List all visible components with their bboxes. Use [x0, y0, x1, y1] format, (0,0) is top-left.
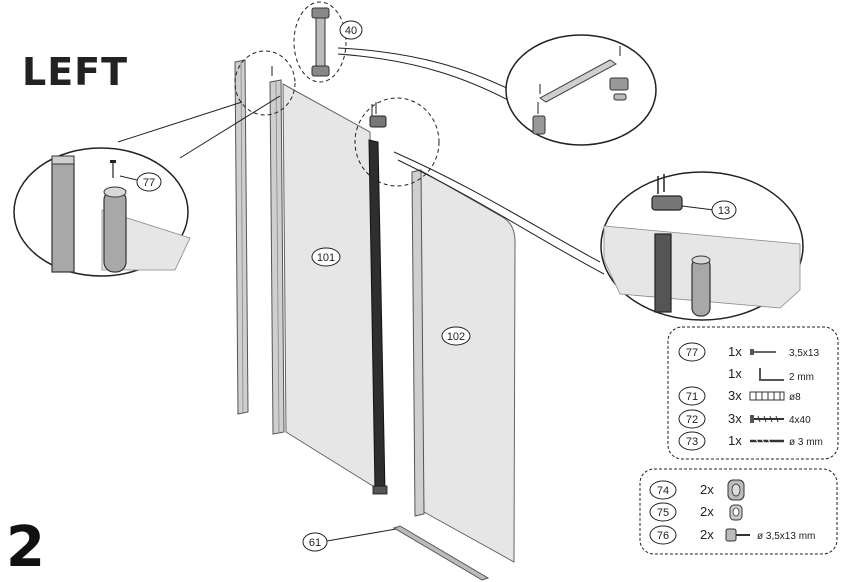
svg-text:2x: 2x — [700, 482, 714, 497]
callout-40: 40 — [339, 20, 363, 40]
svg-text:ø8: ø8 — [789, 392, 801, 403]
svg-text:ø 3 mm: ø 3 mm — [789, 437, 823, 448]
svg-text:1x: 1x — [728, 366, 742, 381]
side-label: LEFT — [22, 50, 129, 94]
glass-panel-102 — [411, 169, 516, 563]
svg-text:2 mm: 2 mm — [789, 372, 814, 383]
wall-profile-left — [234, 59, 249, 415]
zoom-detail-13 — [600, 171, 804, 321]
clamp-small — [369, 102, 387, 128]
svg-text:3x: 3x — [728, 388, 742, 403]
cap-icon — [727, 479, 745, 501]
svg-text:72: 72 — [686, 414, 698, 426]
svg-text:4x40: 4x40 — [789, 415, 811, 426]
callout-102: 102 — [441, 326, 471, 346]
screw-icon — [750, 349, 776, 355]
svg-text:61: 61 — [309, 537, 321, 549]
svg-text:3,5x13: 3,5x13 — [789, 348, 819, 359]
svg-text:2x: 2x — [700, 504, 714, 519]
svg-text:74: 74 — [657, 485, 669, 497]
hw1-row-0: 77 1x 3,5x13 — [678, 342, 819, 362]
svg-text:1x: 1x — [728, 344, 742, 359]
glass-panel-101 — [282, 83, 377, 489]
hw2-row-0: 74 2x — [649, 479, 745, 501]
hw1-row-4: 73 1x ø 3 mm — [678, 431, 823, 451]
hw2-row-2: 76 2x ø 3,5x13 mm — [649, 525, 815, 545]
svg-text:1x: 1x — [728, 433, 742, 448]
callout-61: 61 — [302, 528, 397, 552]
hw1-row-2: 71 3x ø8 — [678, 386, 801, 406]
svg-text:73: 73 — [686, 436, 698, 448]
svg-text:3x: 3x — [728, 411, 742, 426]
step-number: 2 — [6, 515, 45, 580]
svg-text:76: 76 — [657, 530, 669, 542]
connecting-profile — [368, 139, 388, 495]
screw-cap-icon — [725, 528, 750, 542]
hinge-profile — [269, 79, 285, 435]
svg-text:77: 77 — [143, 177, 155, 189]
washer-icon — [729, 504, 743, 521]
svg-text:75: 75 — [657, 507, 669, 519]
hw2-row-1: 75 2x — [649, 502, 743, 522]
callout-101: 101 — [311, 247, 341, 267]
bottom-seal-61 — [392, 525, 490, 581]
drill-bit-icon — [750, 438, 784, 444]
svg-text:71: 71 — [686, 391, 698, 403]
hardware-box-1: 77 1x 3,5x13 1x 2 mm 71 3x — [667, 326, 839, 460]
allen-key-icon — [759, 368, 784, 381]
detail-circle-13 — [354, 97, 440, 187]
svg-text:ø 3,5x13 mm: ø 3,5x13 mm — [757, 531, 815, 542]
detail-circle-40 — [293, 1, 347, 83]
svg-text:13: 13 — [718, 205, 730, 217]
screw-icon — [750, 415, 784, 423]
zoom-detail-40 — [505, 34, 657, 146]
hardware-box-2: 74 2x 75 2x 76 2 — [639, 468, 838, 555]
svg-text:77: 77 — [686, 347, 698, 359]
hw1-row-3: 72 3x 4x40 — [678, 409, 811, 429]
callout-77: 77 — [119, 172, 162, 192]
hw1-row-1: 1x 2 mm — [728, 366, 814, 383]
svg-text:102: 102 — [447, 331, 465, 343]
stabilizer-bar-small — [311, 7, 330, 77]
callout-13: 13 — [711, 200, 737, 220]
detail-circle-top-left — [234, 50, 296, 116]
svg-text:40: 40 — [345, 25, 357, 37]
zoom-detail-77 — [13, 147, 191, 277]
wall-plug-icon — [749, 391, 785, 401]
svg-text:2x: 2x — [700, 527, 714, 542]
leader-lines — [117, 47, 605, 275]
svg-text:101: 101 — [317, 252, 335, 264]
